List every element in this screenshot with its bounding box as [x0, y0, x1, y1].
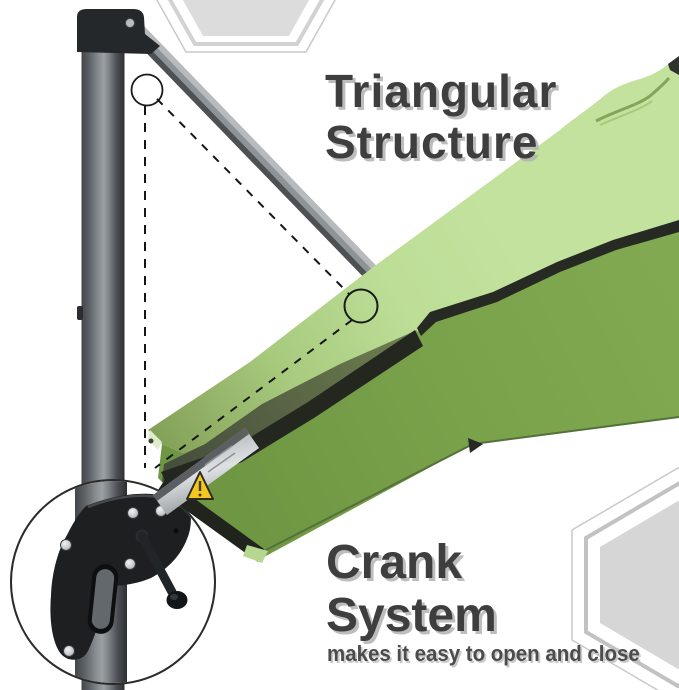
cap-screw	[125, 18, 135, 28]
arm-connector	[153, 428, 259, 515]
crank-line1: Crank	[326, 536, 463, 589]
triangular-line1: Triangular	[325, 65, 558, 117]
triangular-line2: Structure	[325, 116, 539, 168]
canopy-peak-notch	[668, 56, 679, 75]
crank-system-subtitle: makes it easy to open and close	[327, 641, 640, 666]
crank-inset-magnifier	[10, 479, 216, 685]
dashed-line-arm-side	[156, 98, 350, 295]
feature-label-crank-system: Crank System	[326, 536, 497, 642]
crank-grip-slot	[87, 564, 119, 634]
crank-housing	[50, 488, 191, 660]
crank-handle	[135, 529, 188, 609]
canopy-top-face	[148, 59, 679, 453]
pole-top-cap	[77, 9, 160, 54]
canopy-underside	[158, 222, 679, 557]
joint-highlight-circle-canopy	[343, 288, 379, 324]
feature-label-triangular-structure: Triangular Structure	[325, 66, 557, 168]
joint-highlight-circle-top	[130, 73, 164, 107]
canopy-corner-rib-tip	[468, 438, 483, 453]
crank-line2: System	[326, 589, 497, 642]
connector-label-lines	[204, 445, 236, 473]
canopy-tip-fabric	[243, 545, 268, 563]
pole-button	[77, 306, 83, 320]
canopy-left-tip-shadow	[148, 438, 154, 444]
hexagon-decoration-top	[156, 0, 336, 53]
umbrella-support-arm	[129, 24, 389, 290]
canopy-vent-highlight	[599, 100, 653, 126]
canopy-vent-crease	[595, 77, 671, 123]
canopy-rib-upper	[417, 220, 679, 336]
hexagon-decoration-bottom-right	[571, 467, 679, 690]
warning-triangle-icon	[186, 471, 214, 500]
canopy-left-tip-highlight	[148, 430, 162, 450]
